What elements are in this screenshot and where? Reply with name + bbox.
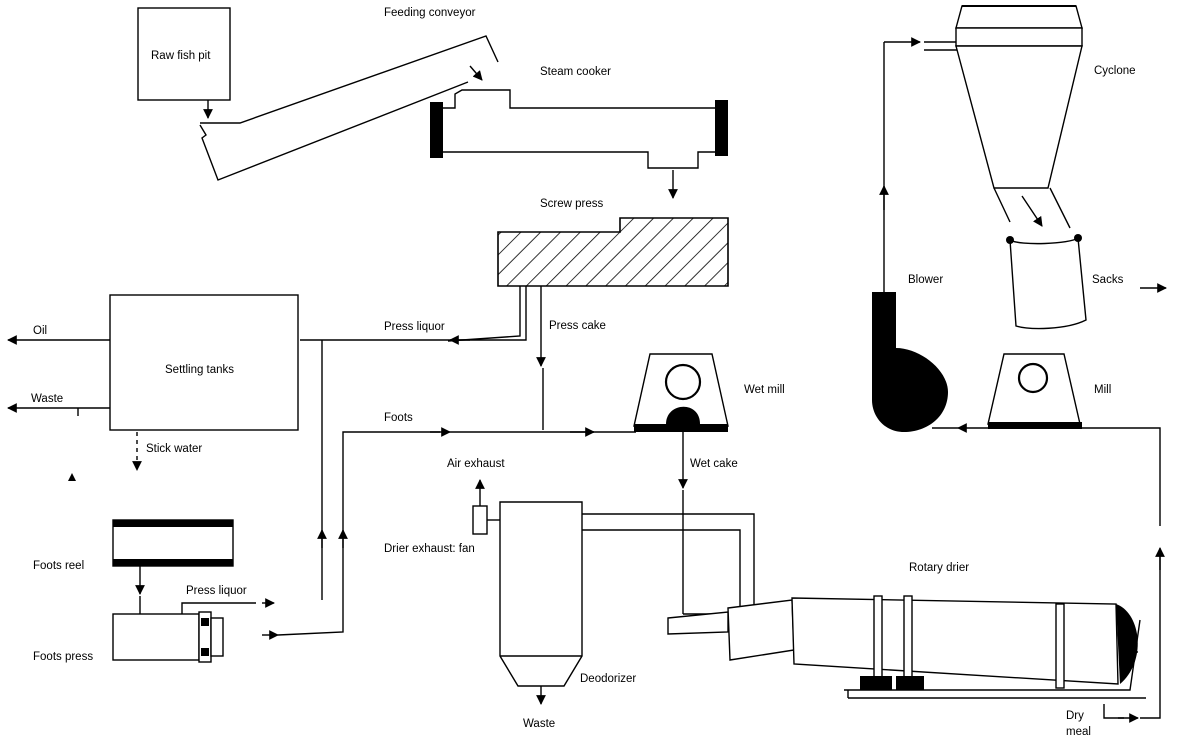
cyclone-to-sacks-arrow — [1021, 195, 1043, 227]
cyclone-spout-right — [1049, 187, 1071, 229]
foots-press-liquor-pipe — [181, 602, 256, 614]
feeding-conveyor: Feeding conveyor — [199, 7, 499, 181]
stick-water-label: Stick water — [146, 443, 202, 455]
stray-arrowhead — [68, 473, 76, 481]
steam-cooker-label: Steam cooker — [540, 66, 611, 78]
steam-cooker: Steam cooker — [430, 66, 728, 169]
press-liquor-top-label: Press liquor — [384, 321, 445, 333]
drier-exhaust-fan-label: Drier exhaust: fan — [384, 543, 475, 555]
blower-label: Blower — [908, 274, 943, 286]
feeding-conveyor-label: Feeding conveyor — [384, 7, 476, 19]
exhaust-duct-inner — [582, 529, 741, 608]
foots-press-label: Foots press — [33, 651, 93, 663]
press-liquor-pipe-a — [447, 286, 521, 342]
wet-mill-label: Wet mill — [744, 384, 785, 396]
press-liquor-pipe-b — [300, 286, 527, 341]
air-exhaust-label: Air exhaust — [447, 458, 505, 470]
foots-reel-label: Foots reel — [33, 560, 84, 572]
screw-press: Screw press — [497, 198, 729, 287]
sacks: Sacks — [1006, 234, 1124, 330]
raw-fish-pit-label: Raw fish pit — [151, 50, 211, 62]
foots-reel: Foots reel — [33, 519, 234, 572]
dry-meal-pipe — [1103, 704, 1124, 719]
cyclone-spout-left — [993, 187, 1011, 223]
deodorizer: Deodorizer — [499, 501, 636, 687]
deodorizer-label: Deodorizer — [580, 673, 636, 685]
cyclone-label: Cyclone — [1094, 65, 1136, 77]
drier-exhaust-fan: Drier exhaust: fan — [384, 505, 500, 555]
rotary-drier-label: Rotary drier — [909, 562, 969, 574]
to-mill-pipe — [1082, 427, 1161, 526]
foots-return-pipe — [277, 431, 440, 636]
settling-tanks-label: Settling tanks — [165, 364, 234, 376]
conveyor-to-cooker-arrow — [469, 65, 483, 81]
foots-label: Foots — [384, 412, 413, 424]
cyclone: Cyclone — [955, 5, 1136, 189]
foots-press: Foots press — [33, 596, 224, 663]
wet-mill: Wet mill — [633, 353, 785, 432]
mill: Mill — [987, 353, 1111, 429]
press-liquor-bottom-label: Press liquor — [186, 585, 247, 597]
mill-label: Mill — [1094, 384, 1111, 396]
exhaust-duct-outer — [582, 513, 755, 606]
raw-fish-pit: Raw fish pit — [137, 7, 231, 101]
blower: Blower — [872, 274, 948, 432]
press-cake-label: Press cake — [549, 320, 606, 332]
settling-tanks: Settling tanks — [109, 294, 299, 431]
waste-left-label: Waste — [31, 393, 63, 405]
wet-cake-label: Wet cake — [690, 458, 738, 470]
rotary-drier: Rotary drier — [667, 562, 1146, 699]
dry-meal-label-2: meal — [1066, 726, 1091, 738]
dry-meal-riser — [1140, 556, 1161, 719]
dry-meal-label-1: Dry — [1066, 710, 1084, 722]
waste-bottom-label: Waste — [523, 718, 555, 730]
screw-press-label: Screw press — [540, 198, 604, 210]
sacks-label: Sacks — [1092, 274, 1124, 286]
oil-label: Oil — [33, 325, 47, 337]
